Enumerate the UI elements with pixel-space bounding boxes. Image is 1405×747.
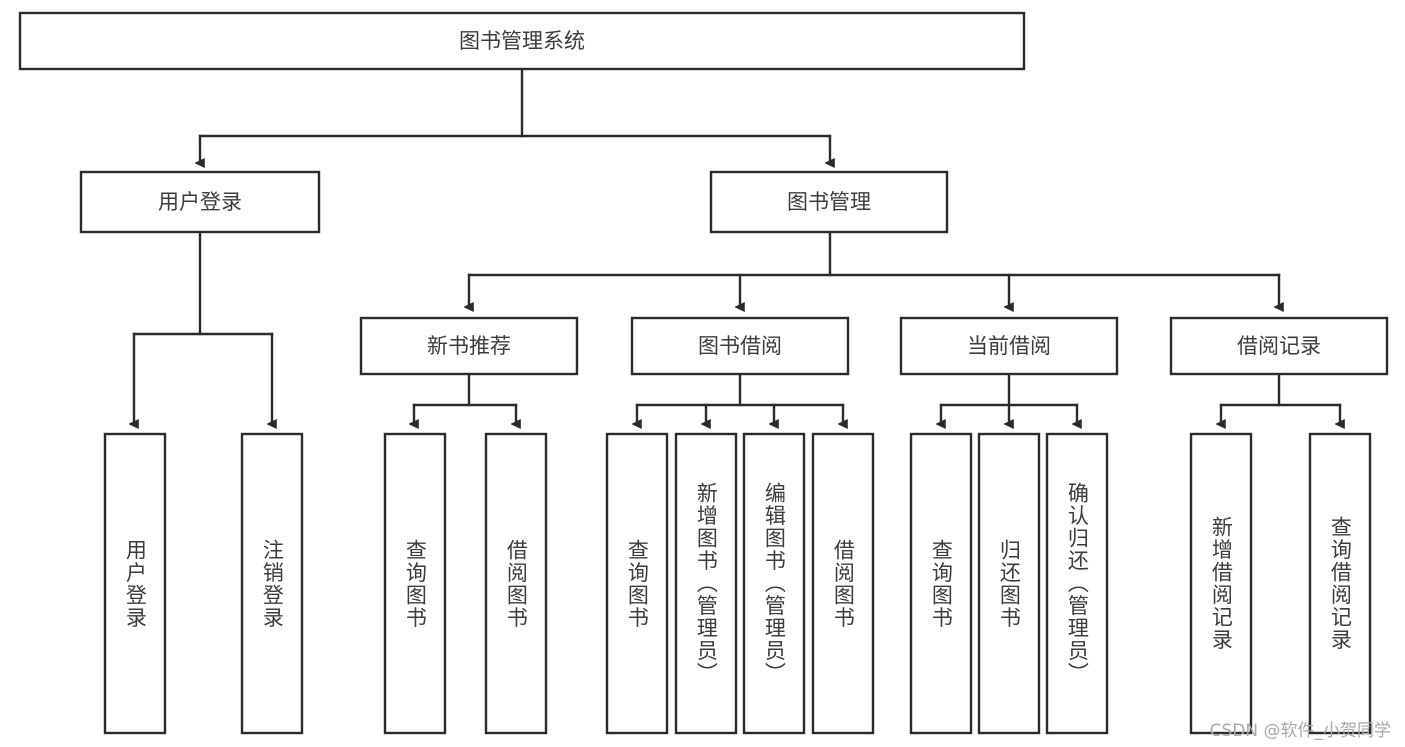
leaf-rect-borrow-record-1[interactable] <box>1308 432 1372 735</box>
leaf-boxes-new-book-recommend <box>383 432 548 735</box>
leaf-rect-user-login-0[interactable] <box>103 432 167 735</box>
node-current-borrow-label: 当前借阅 <box>967 334 1051 358</box>
node-book-manage[interactable]: 图书管理 <box>709 170 949 234</box>
node-root-label: 图书管理系统 <box>459 29 585 53</box>
node-current-borrow-rect[interactable] <box>899 316 1119 376</box>
node-root-rect[interactable] <box>18 11 1026 71</box>
leaf-rect-current-borrow-2[interactable] <box>1045 432 1109 735</box>
leaf-boxes-current-borrow <box>909 432 1109 735</box>
node-book-borrow-label: 图书借阅 <box>698 334 782 358</box>
edges-new-book-to-leaves <box>414 372 516 424</box>
edges-book-borrow-to-leaves <box>637 372 843 424</box>
csdn-watermark: CSDN @软件_小贺同学 <box>1209 721 1391 741</box>
leaf-rect-current-borrow-1[interactable] <box>977 432 1041 735</box>
edges-user-login-to-leaves <box>134 230 272 424</box>
leaf-boxes-borrow-record <box>1189 432 1372 735</box>
node-book-manage-label: 图书管理 <box>787 190 871 214</box>
node-borrow-record[interactable]: 借阅记录 <box>1169 316 1389 376</box>
leaf-rect-user-login-1[interactable] <box>240 432 304 735</box>
node-user-login-label: 用户登录 <box>158 190 242 214</box>
leaf-rect-borrow-record-0[interactable] <box>1189 432 1253 735</box>
leaf-boxes-book-borrow <box>605 432 875 735</box>
node-book-borrow[interactable]: 图书借阅 <box>630 316 850 376</box>
node-borrow-record-rect[interactable] <box>1169 316 1389 376</box>
leaf-rect-book-borrow-1[interactable] <box>674 432 738 735</box>
node-user-login[interactable]: 用户登录 <box>79 170 321 234</box>
edges-book-manage-to-level3 <box>469 230 1279 307</box>
node-new-book-recommend-rect[interactable] <box>359 316 579 376</box>
node-current-borrow[interactable]: 当前借阅 <box>899 316 1119 376</box>
edges-borrow-record-to-leaves <box>1221 372 1340 424</box>
leaf-rect-book-borrow-3[interactable] <box>811 432 875 735</box>
edges-current-borrow-to-leaves <box>941 372 1077 424</box>
leaf-boxes-user-login <box>103 432 304 735</box>
node-user-login-rect[interactable] <box>79 170 321 234</box>
node-new-book-recommend-label: 新书推荐 <box>427 334 511 358</box>
node-root[interactable]: 图书管理系统 <box>18 11 1026 71</box>
node-book-borrow-rect[interactable] <box>630 316 850 376</box>
leaf-rect-new-book-0[interactable] <box>383 432 447 735</box>
leaf-rect-current-borrow-0[interactable] <box>909 432 973 735</box>
leaf-rect-new-book-1[interactable] <box>484 432 548 735</box>
node-new-book-recommend[interactable]: 新书推荐 <box>359 316 579 376</box>
node-book-manage-rect[interactable] <box>709 170 949 234</box>
leaf-rect-book-borrow-2[interactable] <box>742 432 806 735</box>
leaf-rect-book-borrow-0[interactable] <box>605 432 669 735</box>
edges-root-to-level2 <box>200 67 830 163</box>
node-borrow-record-label: 借阅记录 <box>1237 334 1321 358</box>
